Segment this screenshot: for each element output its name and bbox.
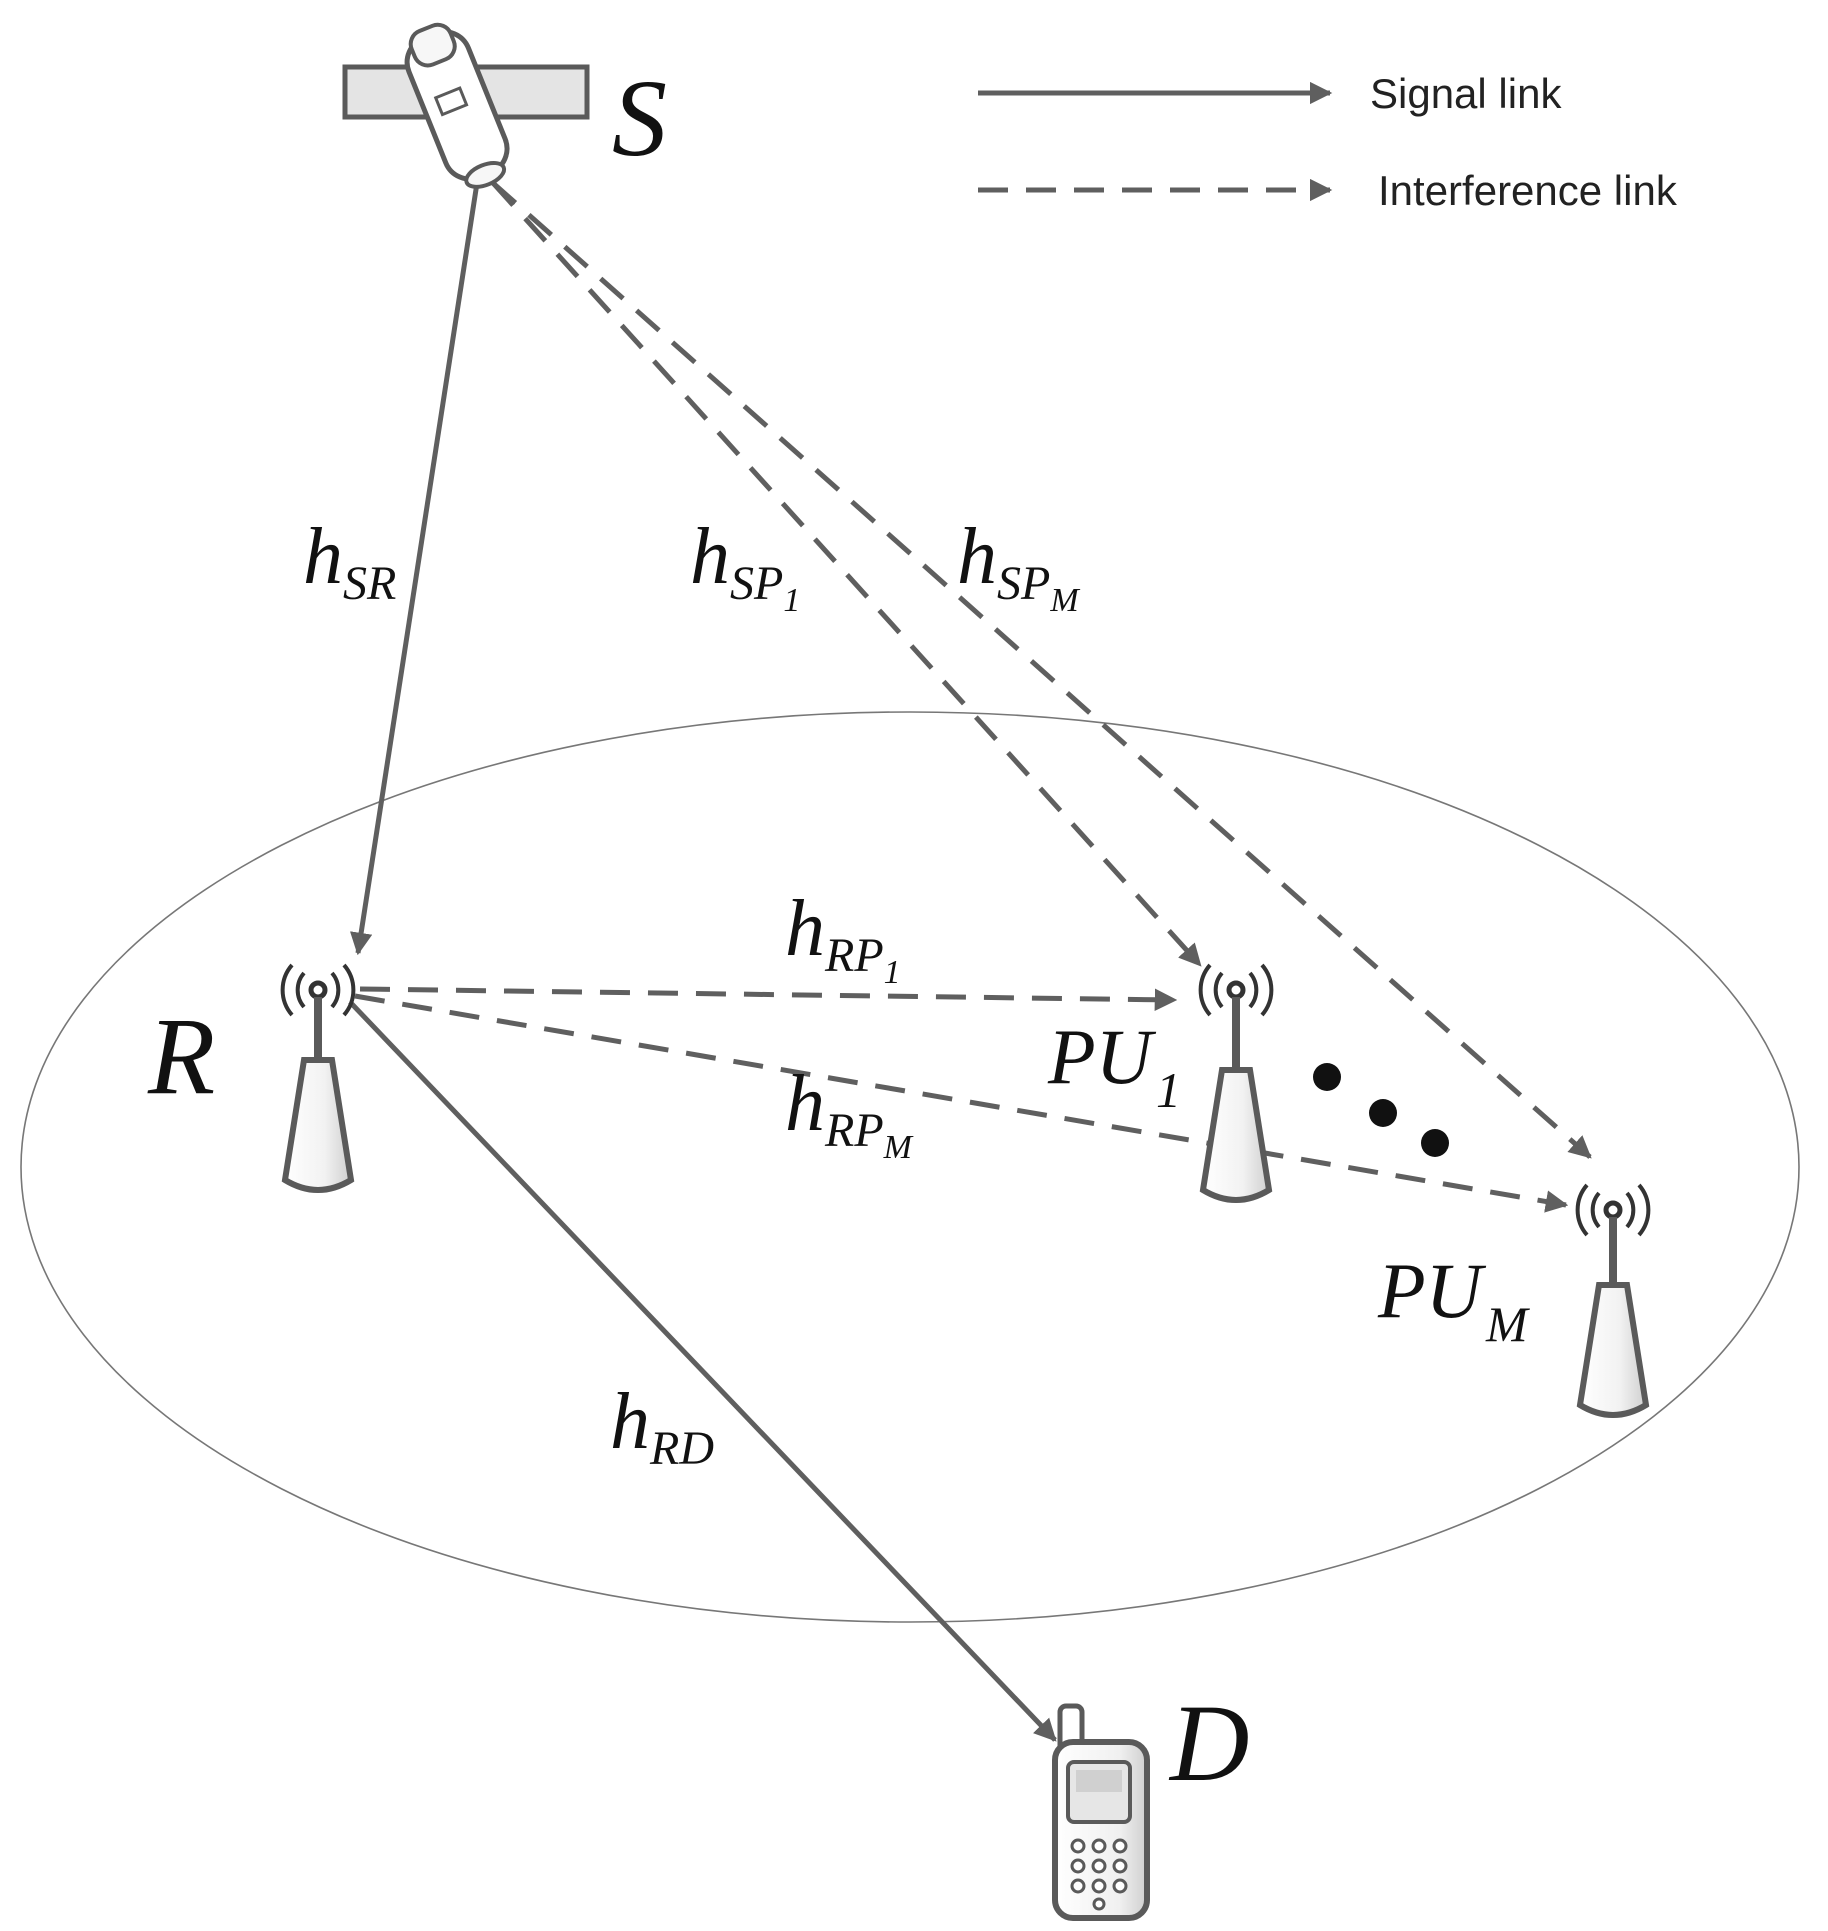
phone-icon bbox=[1052, 1703, 1150, 1921]
pu1-tower-icon bbox=[1198, 963, 1274, 1203]
link-sp1 bbox=[491, 181, 1202, 967]
channel-label-rpm: hRPM bbox=[785, 1060, 914, 1166]
relay-tower-icon bbox=[280, 963, 356, 1193]
node-label-s: S bbox=[612, 57, 667, 179]
link-spm bbox=[491, 181, 1592, 1159]
coverage-area bbox=[20, 711, 1800, 1623]
legend: Signal link Interference link bbox=[978, 70, 1678, 214]
link-rd bbox=[348, 1000, 1057, 1742]
channel-label-spm: hSPM bbox=[957, 513, 1080, 619]
link-rpm bbox=[354, 993, 1569, 1213]
channel-label-sp1: hSP1 bbox=[690, 513, 800, 619]
node-label-r: R bbox=[147, 995, 215, 1117]
ellipsis-dots bbox=[1313, 1063, 1449, 1157]
node-label-pu1: PU1 bbox=[1047, 1013, 1181, 1118]
legend-interference-label: Interference link bbox=[1378, 167, 1678, 214]
channel-label-rp1: hRP1 bbox=[785, 885, 901, 991]
node-label-pum: PUM bbox=[1377, 1247, 1530, 1352]
channel-label-rd: hRD bbox=[610, 1378, 714, 1475]
channel-label-sr: hSR bbox=[303, 513, 396, 610]
link-sr bbox=[349, 182, 480, 956]
satellite-icon bbox=[342, 22, 590, 189]
link-rp1 bbox=[359, 986, 1178, 1011]
legend-signal-label: Signal link bbox=[1370, 70, 1562, 117]
links bbox=[348, 181, 1592, 1742]
pum-tower-icon bbox=[1575, 1183, 1651, 1418]
node-label-d: D bbox=[1168, 1682, 1249, 1804]
